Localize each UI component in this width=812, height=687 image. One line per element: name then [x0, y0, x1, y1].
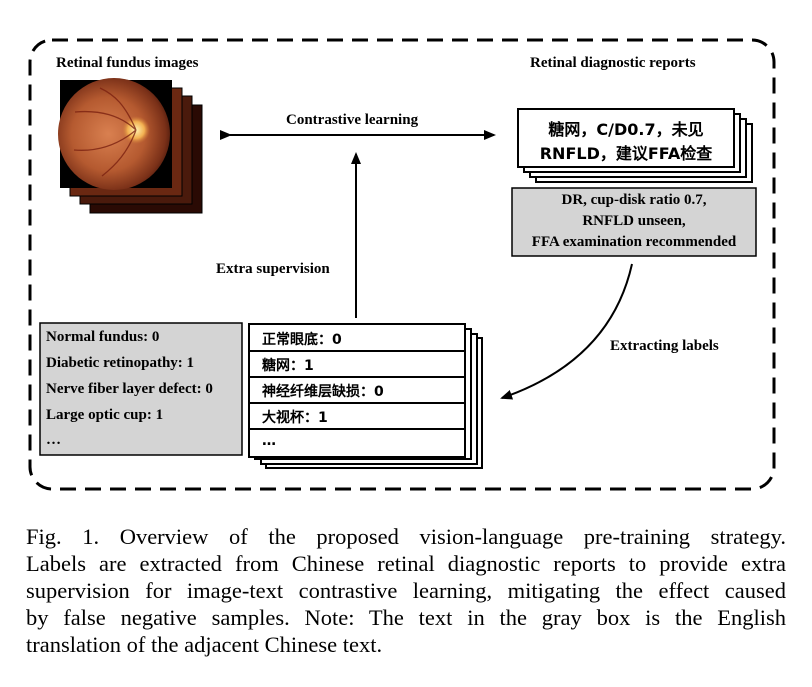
label-cn-row: 正常眼底：0 — [262, 332, 342, 348]
label-en-row: Normal fundus: 0 — [46, 329, 160, 345]
report-cn-box — [517, 108, 735, 168]
caption-line: supervision for image-text contrastive l… — [26, 578, 786, 603]
label-en-row: Large optic cup: 1 — [46, 407, 164, 423]
report-en-line2: RNFLD unseen, — [582, 213, 686, 229]
labels-cn-stack — [248, 323, 483, 469]
caption-line: Labels are extracted from Chinese retina… — [26, 551, 786, 576]
label-cn-row: … — [262, 433, 276, 449]
report-en-line3: FFA examination recommended — [531, 234, 737, 250]
fundus-title: Retinal fundus images — [56, 55, 199, 71]
report-title: Retinal diagnostic reports — [530, 55, 696, 71]
caption-line: Fig. 1. Overview of the proposed vision-… — [26, 524, 786, 549]
label-en-row: Nerve fiber layer defect: 0 — [46, 381, 213, 397]
extracting-labels-arrow — [500, 263, 633, 400]
figure-caption: Fig. 1. Overview of the proposed vision-… — [26, 523, 786, 658]
report-cn-line2: RNFLD，建议FFA检查 — [539, 144, 713, 163]
extracting-labels-label: Extracting labels — [610, 338, 719, 354]
caption-line: by false negative samples. Note: The tex… — [26, 605, 786, 630]
report-cn-stack — [517, 108, 753, 183]
label-cn-row: 糖网：1 — [262, 358, 314, 374]
report-cn-line1: 糖网，C/D0.7，未见 — [548, 120, 704, 139]
label-cn-row: 大视杯：1 — [262, 410, 328, 426]
labels-cn-table — [248, 323, 466, 458]
report-en-line1: DR, cup-disk ratio 0.7, — [561, 192, 707, 208]
extra-supervision-label: Extra supervision — [216, 261, 330, 277]
contrastive-learning-label: Contrastive learning — [286, 112, 419, 128]
labels-en-box — [39, 322, 243, 456]
fundus-image-stack — [58, 78, 203, 214]
diagram-canvas — [28, 38, 776, 491]
dashed-frame — [28, 38, 776, 491]
report-en-box — [511, 187, 757, 257]
label-cn-row: 神经纤维层缺损：0 — [262, 384, 384, 400]
label-en-row: Diabetic retinopathy: 1 — [46, 355, 195, 371]
label-en-row: … — [46, 432, 61, 448]
caption-line: translation of the adjacent Chinese text… — [26, 632, 383, 657]
